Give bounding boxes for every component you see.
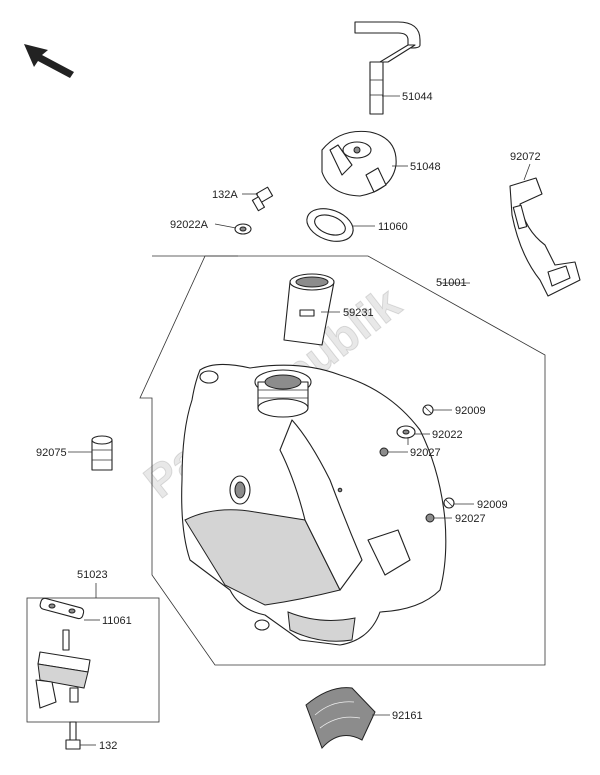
- part-label-92075: 92075: [36, 447, 67, 459]
- fuel-tank-drawing: [181, 363, 447, 646]
- screw-92009-lower-drawing: [443, 497, 455, 509]
- fuel-cock-assembly-box: [26, 597, 160, 723]
- guard-92161-drawing: [305, 687, 376, 749]
- part-label-92027-upper: 92027: [410, 447, 441, 459]
- part-label-132: 132: [99, 740, 117, 752]
- part-label-59231: 59231: [343, 307, 374, 319]
- part-label-51001: 51001: [436, 277, 467, 289]
- part-label-92072: 92072: [510, 151, 541, 163]
- part-label-92027-lower: 92027: [455, 513, 486, 525]
- gasket-11060-drawing: [306, 208, 354, 242]
- part-label-51048: 51048: [410, 161, 441, 173]
- fuel-cap-drawing: [321, 130, 397, 197]
- damper-92075-drawing: [91, 435, 113, 471]
- tank-strap-drawing: [509, 177, 581, 297]
- part-label-51044: 51044: [402, 91, 433, 103]
- front-direction-arrow-icon: [24, 44, 74, 78]
- filler-neck-drawing: [283, 273, 335, 346]
- assembly-outline: [139, 255, 546, 666]
- bolt-132-drawing: [65, 721, 81, 750]
- washer-92027-lower-drawing: [425, 513, 435, 523]
- bolt-132a-drawing: [251, 186, 274, 212]
- part-label-92009-lower: 92009: [477, 499, 508, 511]
- part-label-92022a: 92022A: [170, 219, 209, 231]
- screw-92009-upper-drawing: [422, 404, 434, 416]
- part-labels: 51044 51048 92072 132A 92022A 11060 5100…: [36, 91, 541, 752]
- washer-92022-drawing: [396, 425, 416, 439]
- part-label-51023: 51023: [77, 569, 108, 581]
- part-label-92022: 92022: [432, 429, 463, 441]
- part-label-11060: 11060: [378, 221, 408, 233]
- part-label-92161: 92161: [392, 710, 423, 722]
- gasket-11061-drawing: [39, 597, 85, 620]
- part-label-11061: 11061: [102, 615, 132, 627]
- fuel-cock-drawing: [35, 629, 91, 709]
- part-label-92009-upper: 92009: [455, 405, 486, 417]
- part-label-132a: 132A: [212, 189, 238, 201]
- vent-hose-drawing: [354, 21, 421, 115]
- washer-92022a-drawing: [234, 223, 252, 235]
- leader-lines: [68, 95, 531, 746]
- washer-92027-upper-drawing: [379, 447, 389, 457]
